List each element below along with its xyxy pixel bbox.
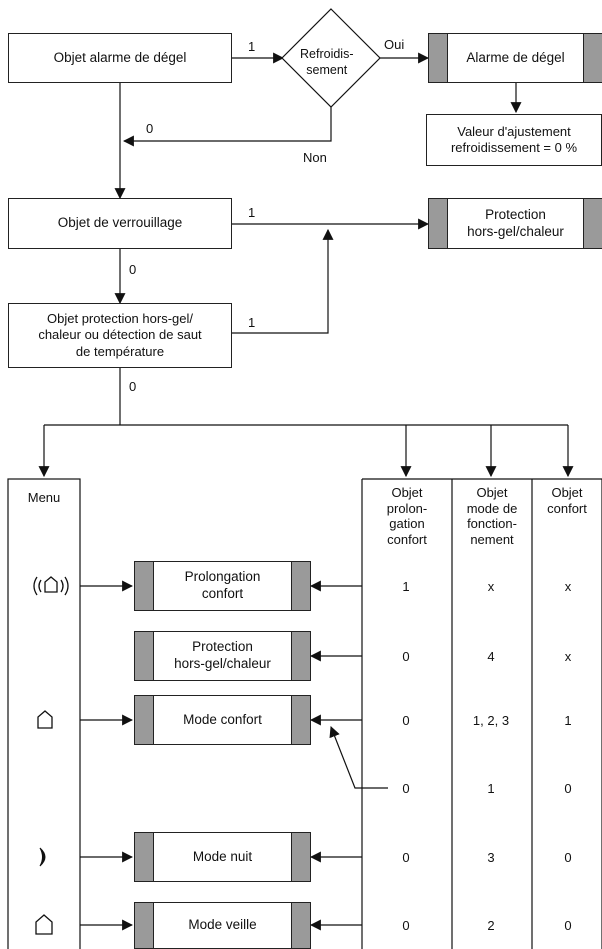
mode-veille-box: Mode veille xyxy=(134,902,311,949)
alarm-defrost-box: Alarme de dégel xyxy=(428,33,602,83)
comfort-extension-icon xyxy=(33,576,69,596)
comfort-icon xyxy=(37,710,53,729)
standby-house-icon xyxy=(35,914,53,935)
row3-confort: 1 xyxy=(564,713,572,728)
protection-box: Protection hors-gel/chaleur xyxy=(428,198,602,249)
label-non: Non xyxy=(303,150,327,165)
row3-mode: 1, 2, 3 xyxy=(472,713,510,728)
row5-prolongation: 0 xyxy=(402,850,410,865)
label-1-prot: 1 xyxy=(248,315,256,330)
lock-object-box: Objet de verrouillage xyxy=(8,198,232,249)
col-confort-header: Objet confort xyxy=(547,485,587,516)
row2-prolongation: 0 xyxy=(402,649,410,664)
row2-mode: 4 xyxy=(487,649,495,664)
mode-confort-box: Mode confort xyxy=(134,695,311,745)
row4-confort: 0 xyxy=(564,781,572,796)
menu-header: Menu xyxy=(27,490,61,505)
night-moon-icon xyxy=(39,847,46,867)
row3-prolongation: 0 xyxy=(402,713,410,728)
row1-prolongation: 1 xyxy=(402,579,410,594)
label-0-lock: 0 xyxy=(129,262,137,277)
row4-prolongation: 0 xyxy=(402,781,410,796)
label-oui: Oui xyxy=(384,37,405,52)
mode-nuit-box: Mode nuit xyxy=(134,832,311,882)
label-1-lock: 1 xyxy=(248,205,256,220)
row2-confort: x xyxy=(564,649,572,664)
row6-prolongation: 0 xyxy=(402,918,410,933)
row6-mode: 2 xyxy=(487,918,495,933)
cooling-diamond-label: Refroidis- sement xyxy=(300,47,354,78)
row5-mode: 3 xyxy=(487,850,495,865)
row1-confort: x xyxy=(564,579,572,594)
mode-protection-box: Protection hors-gel/chaleur xyxy=(134,631,311,681)
mode-prolongation-box: Prolongation confort xyxy=(134,561,311,611)
col-prolongation-header: Objet prolon- gation confort xyxy=(386,485,428,547)
adjust-value-box: Valeur d'ajustement refroidissement = 0 … xyxy=(426,114,602,166)
label-0-return: 0 xyxy=(146,121,154,136)
col-mode-header: Objet mode de fonction- nement xyxy=(466,485,518,547)
row4-mode: 1 xyxy=(487,781,495,796)
row6-confort: 0 xyxy=(564,918,572,933)
protection-object-box: Objet protection hors-gel/ chaleur ou dé… xyxy=(8,303,232,368)
label-1-top: 1 xyxy=(248,39,256,54)
row1-mode: x xyxy=(487,579,495,594)
frost-alarm-object-box: Objet alarme de dégel xyxy=(8,33,232,83)
label-0-prot: 0 xyxy=(129,379,137,394)
row5-confort: 0 xyxy=(564,850,572,865)
